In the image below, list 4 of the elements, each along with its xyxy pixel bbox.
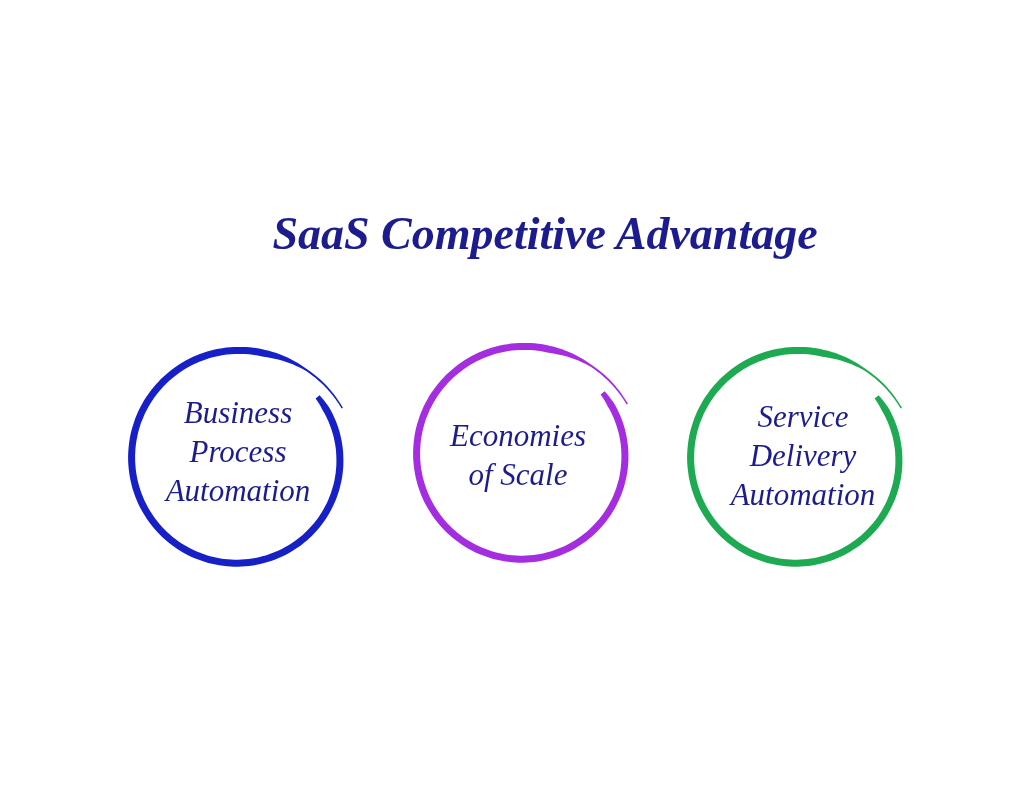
node-label: Business Process Automation <box>163 393 312 510</box>
node-label: Economies of Scale <box>448 417 587 494</box>
node-label: Service Delivery Automation <box>728 397 877 514</box>
diagram-title: SaaS Competitive Advantage <box>271 207 819 261</box>
